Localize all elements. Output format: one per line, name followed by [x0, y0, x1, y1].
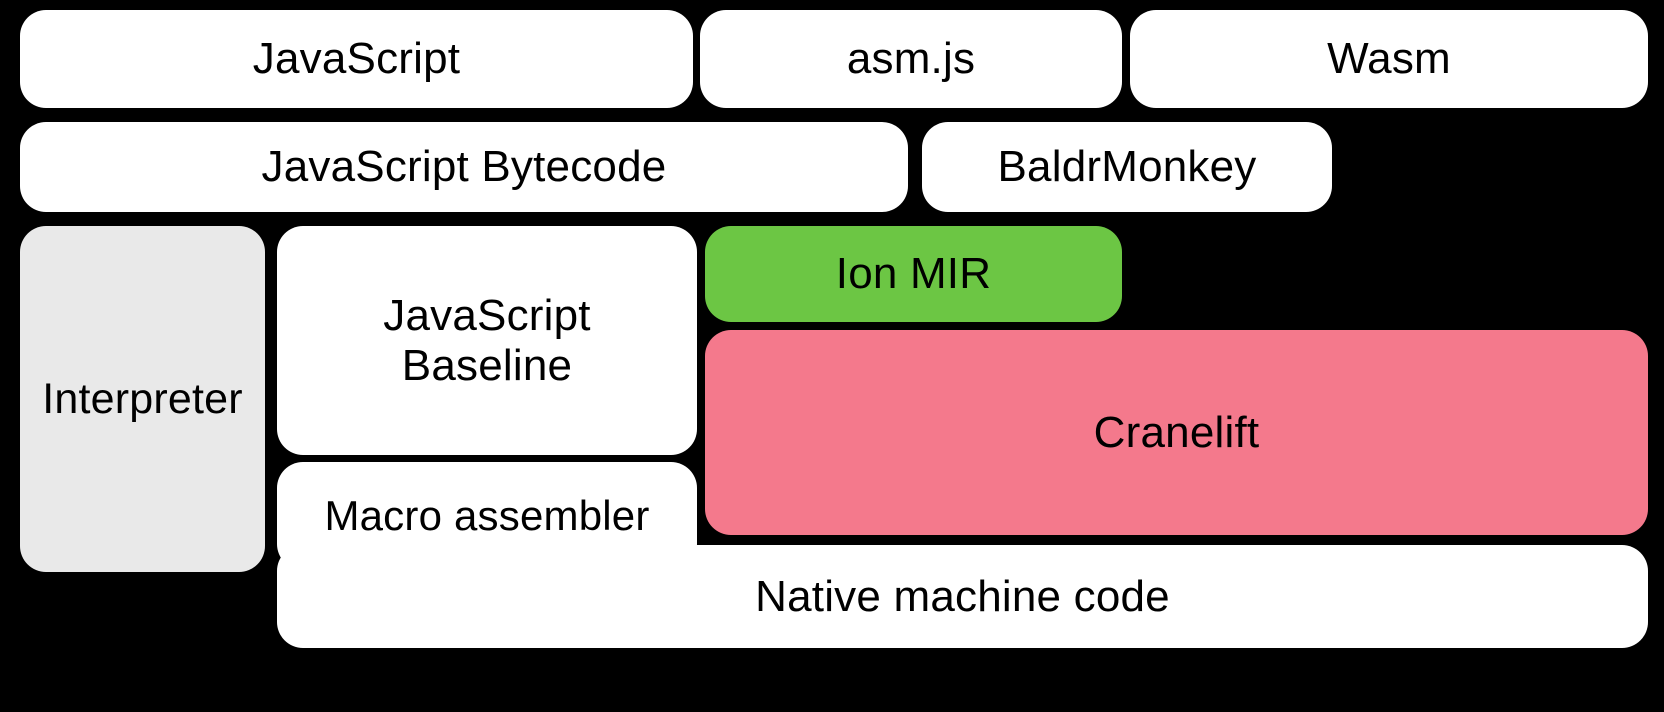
node-baldrmonkey[interactable]: BaldrMonkey	[922, 122, 1332, 212]
node-interpreter[interactable]: Interpreter	[20, 226, 265, 572]
node-cranelift[interactable]: Cranelift	[705, 330, 1648, 535]
node-wasm[interactable]: Wasm	[1130, 10, 1648, 108]
node-javascript[interactable]: JavaScript	[20, 10, 693, 108]
node-asm-js[interactable]: asm.js	[700, 10, 1122, 108]
node-ion-mir[interactable]: Ion MIR	[705, 226, 1122, 322]
node-native-machine-code[interactable]: Native machine code	[277, 545, 1648, 648]
node-javascript-baseline[interactable]: JavaScript Baseline	[277, 226, 697, 455]
node-javascript-bytecode[interactable]: JavaScript Bytecode	[20, 122, 908, 212]
